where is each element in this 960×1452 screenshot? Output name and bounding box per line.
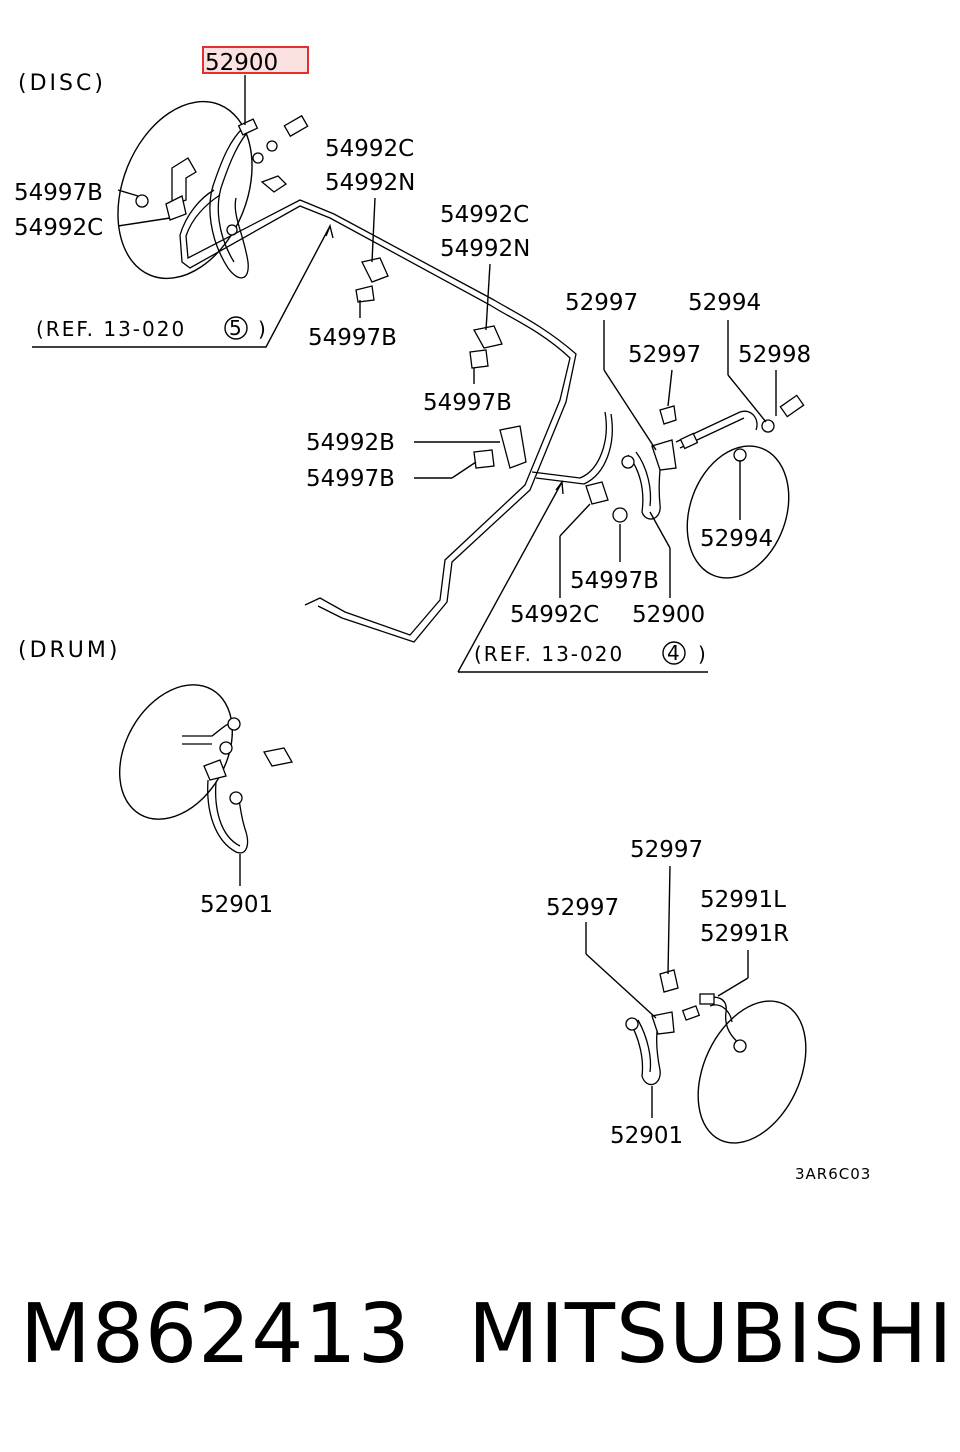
part-label-52901[interactable]: 52901 xyxy=(610,1123,683,1149)
part-label-52900-selected[interactable]: 52900 xyxy=(205,50,278,76)
brake-line-parts-diagram: (DISC) (DRUM) 52900 xyxy=(14,46,871,1183)
pipe-clips xyxy=(355,257,628,523)
part-label-54997B[interactable]: 54997B xyxy=(570,568,659,594)
brand-name: MITSUBISHI xyxy=(468,1287,954,1382)
footer: M862413 MITSUBISHI xyxy=(0,1275,960,1405)
front-right-disc-assembly xyxy=(621,394,805,579)
rear-right-drum-assembly xyxy=(625,969,807,1144)
part-label-54992N[interactable]: 54992N xyxy=(440,236,530,262)
reference-label-13-020-4: (REF. 13-020 xyxy=(474,642,624,666)
part-number-title: M862413 xyxy=(20,1287,411,1382)
reference-number-4: 4 xyxy=(667,641,682,665)
part-label-52997[interactable]: 52997 xyxy=(628,342,701,368)
part-label-54992N[interactable]: 54992N xyxy=(325,170,415,196)
part-label-54997B[interactable]: 54997B xyxy=(423,390,512,416)
part-label-54992C[interactable]: 54992C xyxy=(510,602,599,628)
section-label-drum: (DRUM) xyxy=(18,638,120,663)
leader-lines xyxy=(32,75,777,1118)
part-label-52900[interactable]: 52900 xyxy=(632,602,705,628)
reference-label-13-020-5: (REF. 13-020 xyxy=(36,317,186,341)
part-label-52901[interactable]: 52901 xyxy=(200,892,273,918)
part-label-52997[interactable]: 52997 xyxy=(630,837,703,863)
reference-close-paren: ) xyxy=(698,642,708,666)
reference-close-paren: ) xyxy=(258,317,268,341)
diagram-code: 3AR6C03 xyxy=(795,1165,871,1183)
reference-circle-4 xyxy=(662,641,686,665)
section-label-disc: (DISC) xyxy=(18,71,106,96)
front-left-disc-assembly xyxy=(117,100,613,643)
part-label-52997[interactable]: 52997 xyxy=(565,290,638,316)
part-label-52994[interactable]: 52994 xyxy=(688,290,761,316)
part-label-54997B[interactable]: 54997B xyxy=(14,180,103,206)
part-label-52998[interactable]: 52998 xyxy=(738,342,811,368)
part-label-54992C[interactable]: 54992C xyxy=(325,136,414,162)
part-label-54997B[interactable]: 54997B xyxy=(308,325,397,351)
rear-left-drum-assembly xyxy=(118,684,294,854)
reference-number-5: 5 xyxy=(229,316,244,340)
part-label-52991L[interactable]: 52991L xyxy=(700,887,786,913)
part-label-54992B[interactable]: 54992B xyxy=(306,430,395,456)
selected-part-highlight xyxy=(202,46,309,74)
part-label-52994[interactable]: 52994 xyxy=(700,526,773,552)
reference-circle-5 xyxy=(224,316,248,340)
part-label-54992C[interactable]: 54992C xyxy=(440,202,529,228)
part-label-54997B[interactable]: 54997B xyxy=(306,466,395,492)
part-label-52997[interactable]: 52997 xyxy=(546,895,619,921)
part-label-54992C[interactable]: 54992C xyxy=(14,215,103,241)
part-label-52991R[interactable]: 52991R xyxy=(700,921,789,947)
